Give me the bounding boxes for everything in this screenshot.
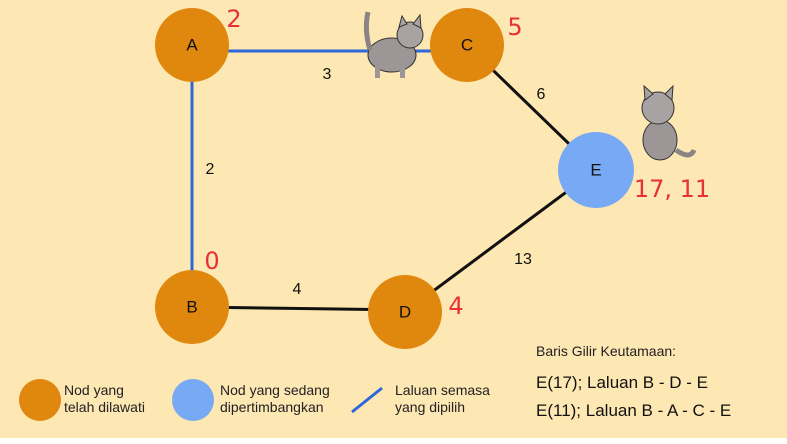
edge-weight-c-e: 6: [537, 86, 546, 103]
node-label: D: [399, 302, 411, 321]
node-b: B: [155, 270, 229, 344]
edge-weight-d-e: 13: [514, 251, 532, 268]
distance-c: 5: [507, 13, 522, 41]
legend-chosen-path: Laluan semasa yang dipilih: [351, 382, 490, 415]
distance-b: 0: [204, 247, 219, 275]
node-a: A: [155, 8, 229, 82]
legend-text: yang dipilih: [395, 399, 465, 415]
node-c: C: [430, 8, 504, 82]
edge-weight-b-d: 4: [293, 281, 302, 298]
edge-weight-a-b: 2: [206, 161, 215, 178]
edge-weight-a-c: 3: [323, 66, 332, 83]
node-label: A: [186, 35, 198, 54]
legend-considering: Nod yang sedang dipertimbangkan: [172, 379, 330, 421]
legend-text: Nod yang sedang: [220, 382, 330, 398]
priority-queue-item: E(17); Laluan B - D - E: [536, 373, 708, 392]
node-e: E: [558, 132, 634, 208]
node-d: D: [368, 275, 442, 349]
priority-queue-item: E(11); Laluan B - A - C - E: [536, 401, 731, 420]
distance-e: 17, 11: [634, 175, 710, 203]
legend-text: dipertimbangkan: [220, 399, 324, 415]
legend-text: Laluan semasa: [395, 382, 490, 398]
legend-visited: Nod yang telah dilawati: [19, 379, 145, 421]
node-label: B: [186, 297, 197, 316]
legend-text: Nod yang: [64, 382, 124, 398]
node-label: E: [590, 160, 601, 179]
node-label: C: [461, 35, 473, 54]
priority-queue-title: Baris Gilir Keutamaan:: [536, 343, 676, 359]
edge-d-e: [404, 168, 597, 314]
legend-text: telah dilawati: [64, 399, 145, 415]
cat-happy-icon: [641, 84, 697, 161]
distance-d: 4: [448, 292, 463, 320]
bottom-border: [0, 438, 787, 444]
distance-a: 2: [226, 5, 241, 33]
cat-walking-icon: [363, 11, 424, 78]
